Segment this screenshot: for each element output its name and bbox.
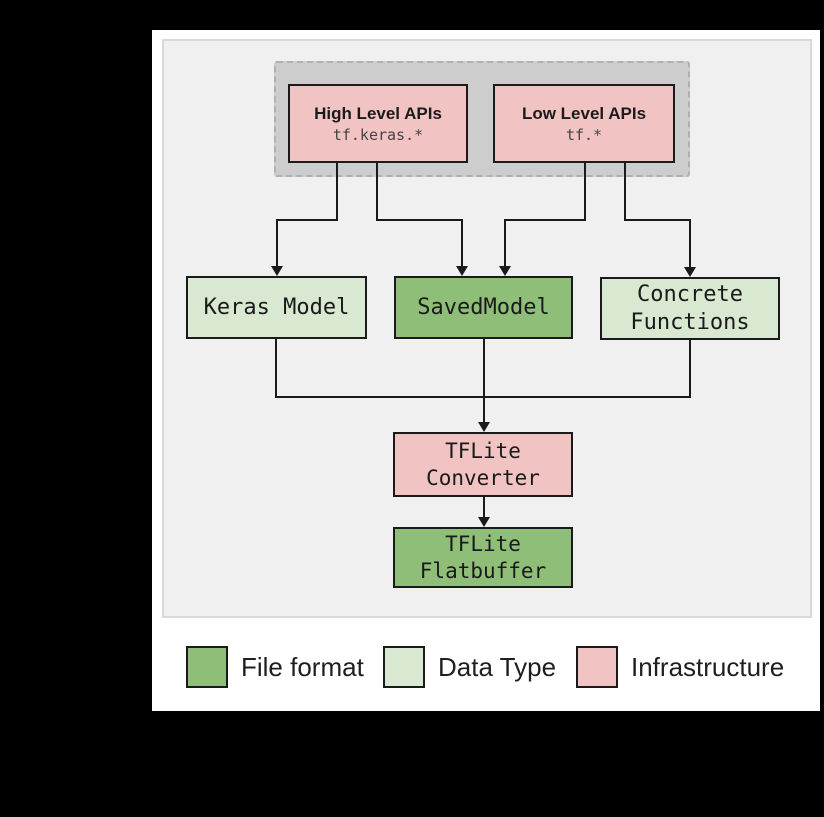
legend-item-infrastructure: Infrastructure <box>576 646 784 688</box>
arrowhead-into-tflite-flatbuffer <box>478 517 490 527</box>
legend-swatch-infrastructure <box>576 646 618 688</box>
legend-label-data-type: Data Type <box>438 651 557 682</box>
connector-concrete-merge <box>689 340 691 398</box>
concrete-functions-label-line1: Concrete <box>637 281 743 307</box>
low-level-apis-code: tf.* <box>565 125 603 144</box>
tflite-flatbuffer-label-line1: TFLite <box>445 531 521 556</box>
legend-label-infrastructure: Infrastructure <box>631 651 785 682</box>
arrowhead-into-concrete-functions <box>684 267 696 277</box>
connector-high-saved-seg2 <box>376 219 463 221</box>
connector-low-saved-seg1 <box>584 163 586 221</box>
legend-swatch-file-format <box>186 646 228 688</box>
legend-item-file-format: File format <box>186 646 364 688</box>
connector-high-keras-seg3 <box>276 219 278 268</box>
connector-low-concrete-seg1 <box>624 163 626 221</box>
legend-label-file-format: File format <box>241 651 364 682</box>
tflite-converter-label-line1: TFLite <box>445 438 521 463</box>
node-concrete-functions: Concrete Functions <box>600 277 780 340</box>
tflite-flatbuffer-label-line2: Flatbuffer <box>419 558 547 583</box>
high-level-apis-code: tf.keras.* <box>332 125 424 144</box>
connector-low-saved-seg2 <box>504 219 585 221</box>
node-keras-model: Keras Model <box>186 276 367 339</box>
keras-model-label: Keras Model <box>203 294 350 320</box>
connector-high-saved-seg3 <box>461 219 463 268</box>
saved-model-label: SavedModel <box>417 294 550 320</box>
diagram-canvas: High Level APIs tf.keras.* Low Level API… <box>152 30 820 711</box>
arrowhead-into-saved-model-left <box>456 266 468 276</box>
connector-low-saved-seg3 <box>504 219 506 268</box>
legend-item-data-type: Data Type <box>383 646 556 688</box>
low-level-apis-title: Low Level APIs <box>521 103 647 123</box>
connector-keras-merge <box>275 339 277 398</box>
arrowhead-into-keras-model <box>271 266 283 276</box>
connector-low-concrete-seg2 <box>624 219 691 221</box>
node-low-level-apis: Low Level APIs tf.* <box>493 84 675 163</box>
arrowhead-into-tflite-converter <box>478 422 490 432</box>
connector-high-keras-seg1 <box>336 163 338 221</box>
node-saved-model: SavedModel <box>394 276 573 339</box>
node-tflite-converter: TFLite Converter <box>393 432 573 497</box>
connector-high-saved-seg1 <box>376 163 378 221</box>
concrete-functions-label-line2: Functions <box>630 309 750 335</box>
connector-low-concrete-seg3 <box>689 219 691 269</box>
node-high-level-apis: High Level APIs tf.keras.* <box>288 84 468 163</box>
node-tflite-flatbuffer: TFLite Flatbuffer <box>393 527 573 588</box>
connector-converter-to-flatbuffer <box>483 497 485 519</box>
legend-swatch-data-type <box>383 646 425 688</box>
arrowhead-into-saved-model-right <box>499 266 511 276</box>
high-level-apis-title: High Level APIs <box>314 103 442 123</box>
connector-high-keras-seg2 <box>276 219 338 221</box>
tflite-converter-label-line2: Converter <box>426 465 540 490</box>
connector-saved-to-converter <box>483 339 485 424</box>
